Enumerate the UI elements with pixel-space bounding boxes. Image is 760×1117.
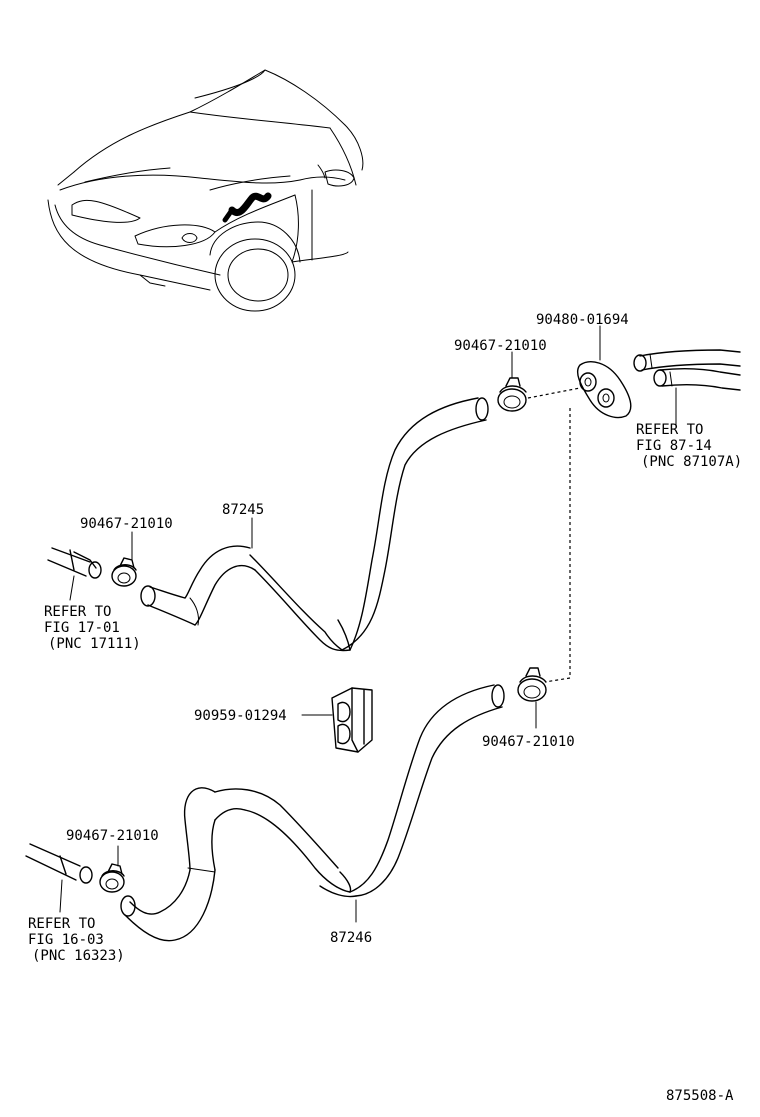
grommet [576, 361, 632, 419]
clamp-lower-right [517, 667, 547, 702]
label-clamp-upper-right: 90467-21010 [454, 338, 547, 354]
label-clip: 90959-01294 [194, 708, 287, 724]
clip [331, 687, 373, 753]
label-clamp-upper-left: 90467-21010 [80, 516, 173, 532]
ref-lower-left-line2: FIG 16-03 [28, 932, 104, 948]
pipe-lower-left [25, 843, 93, 913]
heater-pipes [633, 349, 741, 429]
label-clamp-lower-left: 90467-21010 [66, 828, 159, 844]
connection-line-upper [527, 387, 581, 399]
ref-upper-left-line1: REFER TO [44, 604, 111, 620]
hose-87245 [140, 397, 489, 652]
ref-upper-right-line2: FIG 87-14 [636, 438, 712, 454]
labels: 90480-01694 90467-21010 87245 90467-2101… [28, 312, 742, 1104]
ref-upper-left-line2: FIG 17-01 [44, 620, 120, 636]
pipe-upper-left [47, 547, 102, 601]
connection-line-lower [544, 408, 571, 683]
label-clamp-lower-right: 90467-21010 [482, 734, 575, 750]
ref-lower-left-line3: (PNC 16323) [32, 948, 125, 964]
ref-upper-right-line1: REFER TO [636, 422, 703, 438]
hose-87246 [120, 684, 505, 942]
ref-upper-right-line3: (PNC 87107A) [641, 454, 742, 470]
clamp-upper-right [497, 377, 527, 412]
clamp-lower-left [99, 863, 125, 893]
clamp-upper-left [111, 557, 137, 587]
ref-upper-left-line3: (PNC 17111) [48, 636, 141, 652]
leader-lines [117, 325, 601, 923]
diagram-id: 875508-A [666, 1088, 734, 1104]
label-hose-87246: 87246 [330, 930, 372, 946]
label-grommet: 90480-01694 [536, 312, 629, 328]
label-hose-87245: 87245 [222, 502, 264, 518]
ref-lower-left-line1: REFER TO [28, 916, 95, 932]
car-illustration [47, 69, 364, 312]
